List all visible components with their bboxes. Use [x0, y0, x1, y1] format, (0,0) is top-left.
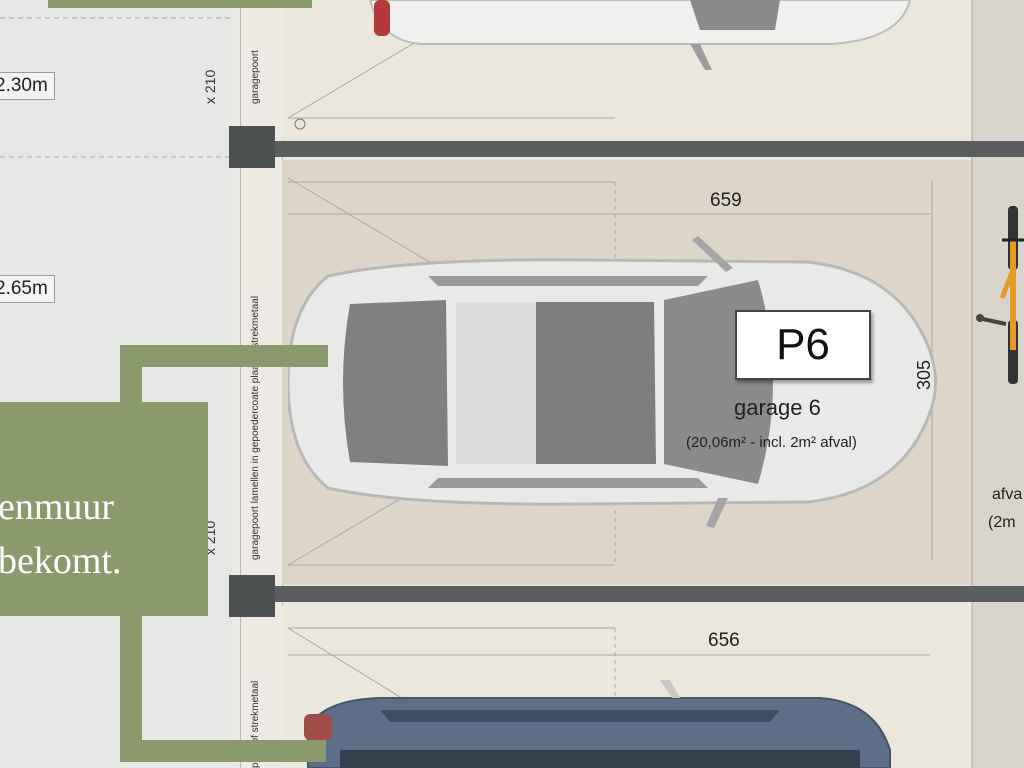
callout-line-1: enmuur: [0, 486, 115, 528]
strip-edge-line: [240, 0, 241, 768]
storage-sublabel: (2m: [988, 514, 1016, 531]
storage-label: afva: [992, 486, 1023, 503]
door-label-mid: garagepoort lamellen in gepoedercoate pl…: [250, 295, 261, 560]
parking-plate: P6: [735, 310, 871, 380]
height-dimension-top: x 210: [202, 69, 218, 104]
callout-box: enmuur bekomt.: [0, 402, 208, 616]
callout-connector: [120, 345, 142, 405]
storage-strip: [972, 0, 1024, 768]
wall-top: [272, 141, 1024, 157]
door-label-top: garagepoort: [250, 50, 261, 104]
bicycle-icon: [976, 206, 1024, 384]
garage-title: garage 6: [734, 395, 821, 420]
wall-pillar: [229, 575, 275, 617]
wall-pillar: [229, 126, 275, 168]
car-bottom: [304, 680, 891, 768]
length-dimension-g6: 659: [710, 190, 742, 211]
length-dimension-g7: 656: [708, 630, 740, 651]
garage-area: (20,06m² - incl. 2m² afval): [686, 434, 857, 451]
wall-bottom: [272, 586, 1024, 602]
callout-box-top: [48, 0, 312, 8]
corridor-area: [0, 0, 232, 768]
width-dimension-top: 2.30m: [0, 72, 55, 100]
callout-connector: [120, 614, 142, 754]
width-dimension-mid: 2.65m: [0, 275, 55, 303]
callout-line-2: bekomt.: [0, 540, 122, 582]
car-top: [368, 0, 912, 70]
callout-connector: [120, 345, 328, 367]
callout-connector: [120, 740, 326, 762]
car-garage-6: [288, 236, 937, 528]
width-dimension-g6: 305: [914, 359, 934, 390]
